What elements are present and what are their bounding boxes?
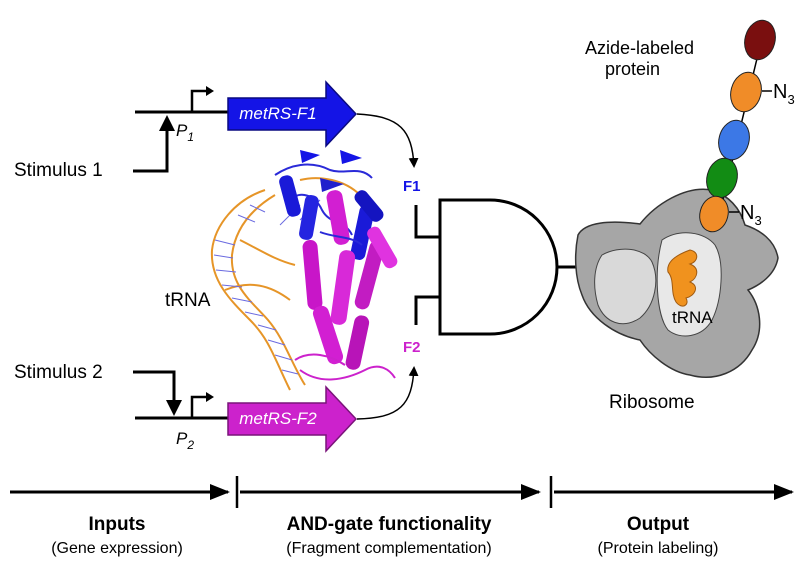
stimulus-2-arrow <box>133 370 176 402</box>
stage-output-title: Output <box>627 514 690 535</box>
stimulus-1: Stimulus 1 <box>14 115 175 181</box>
promoter-arrow-f1 <box>190 89 208 112</box>
structure-trna-label: tRNA <box>165 290 211 311</box>
promoter-label-f1: P1 <box>176 121 194 144</box>
gate-input-line-2 <box>414 295 440 325</box>
and-gate: F1 F2 <box>403 178 580 356</box>
azide-label-1: N3 <box>773 81 795 107</box>
stimulus-1-arrow <box>133 128 169 173</box>
promoter-arrow-f2 <box>190 395 208 418</box>
promoter-arrow-head-f2 <box>206 392 214 402</box>
stage-output-subtitle: (Protein labeling) <box>598 540 719 557</box>
metrs-trna-structure: tRNA <box>165 150 398 391</box>
protein-title-line1: Azide-labeled <box>585 38 694 58</box>
stimulus-2-arrow-head <box>166 400 182 416</box>
stimulus-1-label: Stimulus 1 <box>14 160 103 181</box>
stage-inputs-title: Inputs <box>89 514 146 535</box>
azide-label-2: N3 <box>740 202 762 228</box>
stimulus-2-label: Stimulus 2 <box>14 362 103 383</box>
gate-input-f1-label: F1 <box>403 178 421 195</box>
f2-domain <box>294 190 398 381</box>
ribosome-pocket-left <box>594 248 657 325</box>
gate-input-f2-label: F2 <box>403 339 421 356</box>
stage-and-gate-subtitle: (Fragment complementation) <box>286 540 491 557</box>
promoter-arrow-head-f1 <box>206 86 214 96</box>
gene-label-f1: metRS-F1 <box>239 104 316 123</box>
ribosome-label: Ribosome <box>609 392 695 413</box>
protein-title-line2: protein <box>605 59 660 79</box>
ribosome-trna-label: tRNA <box>672 308 713 327</box>
protein-bead-2 <box>730 71 762 113</box>
ribosome-trna-shape <box>667 249 698 307</box>
gene-arrow-f2 <box>227 385 358 453</box>
stimulus-2: Stimulus 2 <box>14 362 182 416</box>
azide-protein: Azide-labeled protein N3 N3 <box>585 19 795 233</box>
ribosome: tRNA Ribosome <box>574 188 779 413</box>
stage-inputs-subtitle: (Gene expression) <box>51 540 183 557</box>
arrow-f1-to-gate <box>356 113 419 168</box>
arrow-f2-to-gate <box>356 366 419 420</box>
gene-construct-f1: metRS-F1 P1 <box>135 80 419 168</box>
protein-bead-3 <box>718 119 750 161</box>
trna-backbone <box>210 177 361 391</box>
gene-construct-f2: metRS-F2 P2 <box>135 366 419 453</box>
protein-bead-1 <box>744 19 776 61</box>
stimulus-1-arrow-head <box>159 115 175 131</box>
protein-bead-5 <box>699 195 729 233</box>
stage-timeline: Inputs (Gene expression) AND-gate functi… <box>10 476 794 557</box>
promoter-label-f2: P2 <box>176 429 194 452</box>
stage-and-gate-title: AND-gate functionality <box>287 514 492 535</box>
gene-label-f2: metRS-F2 <box>239 409 317 428</box>
and-gate-body <box>438 198 559 336</box>
gene-arrow-f1 <box>227 80 358 148</box>
gate-input-line-1 <box>414 205 440 239</box>
f1-domain <box>274 150 384 260</box>
